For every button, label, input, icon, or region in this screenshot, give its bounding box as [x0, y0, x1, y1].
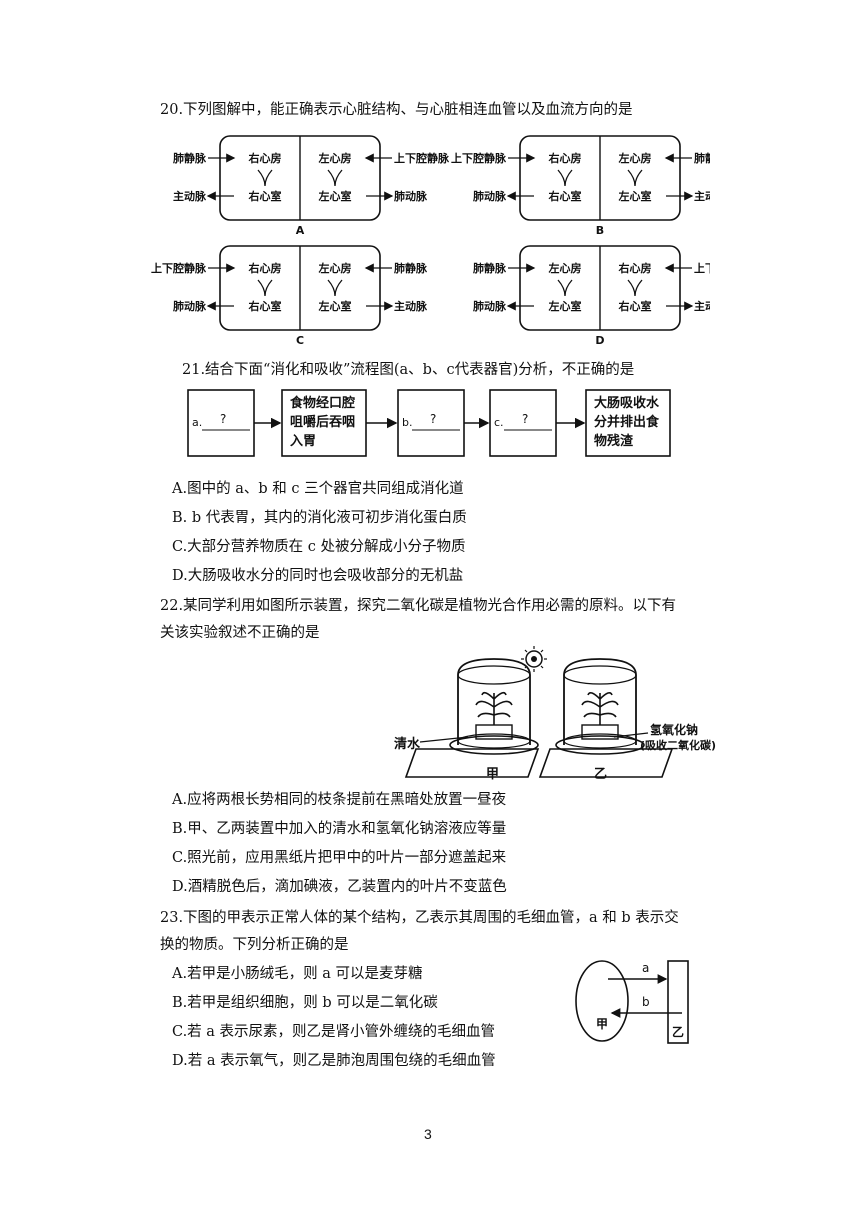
- q23-option-d: D.若 a 表示氧气，则乙是肺泡周围包绕的毛细血管: [172, 1053, 496, 1069]
- vessel-bottom-right: 肺动脉: [394, 189, 428, 203]
- vessel-top-right: 肺静脉: [694, 151, 710, 165]
- chamber-upper-left: 右心房: [548, 151, 582, 165]
- diagram-label: D: [595, 334, 604, 347]
- chamber-upper-left: 右心房: [248, 151, 282, 165]
- q22-option-c: C.照光前，应用黑纸片把甲中的叶片一部分遮盖起来: [172, 850, 507, 866]
- label-b: b: [642, 995, 650, 1009]
- vessel-bottom-left: 主动脉: [173, 189, 207, 203]
- flow-box-a-label: a.: [192, 416, 203, 429]
- chamber-lower-right: 左心室: [318, 299, 352, 313]
- chamber-lower-right: 右心室: [618, 299, 652, 313]
- q23-option-b: B.若甲是组织细胞，则 b 可以是二氧化碳: [172, 995, 438, 1011]
- q23-option-c: C.若 a 表示尿素，则乙是肾小管外缠绕的毛细血管: [172, 1024, 496, 1040]
- q20-stem: 20.下列图解中，能正确表示心脏结构、与心脏相连血管以及血流方向的是: [160, 102, 633, 118]
- diagram-label: C: [296, 334, 304, 347]
- label-naoh-note: (吸收二氧化碳): [640, 739, 717, 752]
- vessel-top-right: 上下腔静脉: [694, 261, 710, 275]
- q21-option-a: A.图中的 a、b 和 c 三个器官共同组成消化道: [172, 481, 464, 497]
- q22-option-d: D.酒精脱色后，滴加碘液，乙装置内的叶片不变蓝色: [172, 879, 507, 895]
- label-yi: 乙: [594, 767, 608, 782]
- flow-box-b-qmark: ?: [430, 412, 437, 426]
- flow-box-c-label: c.: [494, 416, 504, 429]
- vessel-top-left: 肺静脉: [473, 261, 507, 275]
- label-naoh: 氢氧化钠: [650, 723, 699, 737]
- chamber-upper-right: 右心房: [618, 261, 652, 275]
- exchange-drawing: [575, 960, 689, 1044]
- vessel-top-left: 上下腔静脉: [151, 261, 207, 275]
- chamber-lower-left: 左心室: [548, 299, 582, 313]
- vessel-top-left: 肺静脉: [173, 151, 207, 165]
- sun-icon: [521, 646, 547, 672]
- q23-option-a: A.若甲是小肠绒毛，则 a 可以是麦芽糖: [172, 966, 423, 982]
- label-water: 清水: [394, 737, 421, 752]
- q23-stem-line2: 换的物质。下列分析正确的是: [160, 937, 349, 953]
- vessel-bottom-left: 肺动脉: [473, 189, 507, 203]
- q22-stem-line1: 22.某同学利用如图所示装置，探究二氧化碳是植物光合作用必需的原料。以下有: [160, 598, 677, 614]
- vessel-bottom-right: 主动脉: [694, 189, 710, 203]
- q20-heart-diagrams: 右心房左心房右心室左心室肺静脉上下腔静脉主动脉肺动脉A右心房左心房右心室左心室上…: [151, 135, 710, 347]
- flow-box-b-label: b.: [402, 416, 413, 429]
- q23-stem-line1: 23.下图的甲表示正常人体的某个结构，乙表示其周围的毛细血管，a 和 b 表示交: [160, 910, 679, 926]
- q21-option-c: C.大部分营养物质在 c 处被分解成小分子物质: [172, 539, 466, 555]
- chamber-lower-left: 右心室: [248, 299, 282, 313]
- vessel-bottom-right: 主动脉: [694, 299, 710, 313]
- diagram-label: B: [596, 224, 604, 237]
- label-yi-capillary: 乙: [672, 1025, 685, 1039]
- q22-option-a: A.应将两根长势相同的枝条提前在黑暗处放置一昼夜: [172, 792, 507, 808]
- q22-apparatus: 清水 氢氧化钠 (吸收二氧化碳) 甲 乙: [388, 645, 728, 782]
- vessel-bottom-left: 肺动脉: [473, 299, 507, 313]
- q22-option-b: B.甲、乙两装置中加入的清水和氢氧化钠溶液应等量: [172, 821, 507, 837]
- flow-box-c-qmark: ?: [522, 412, 529, 426]
- flow-box-large-intestine: 大肠吸收水分并排出食物残渣: [594, 396, 660, 449]
- chamber-upper-right: 左心房: [318, 261, 352, 275]
- chamber-upper-left: 右心房: [248, 261, 282, 275]
- q22-stem-line2: 关该实验叙述不正确的是: [160, 625, 320, 641]
- vessel-bottom-right: 主动脉: [394, 299, 428, 313]
- chamber-lower-right: 左心室: [618, 189, 652, 203]
- chamber-lower-left: 右心室: [548, 189, 582, 203]
- vessel-top-right: 上下腔静脉: [394, 151, 450, 165]
- vessel-bottom-left: 肺动脉: [173, 299, 207, 313]
- q21-stem: 21.结合下面“消化和吸收”流程图(a、b、c代表器官)分析，不正确的是: [182, 362, 635, 378]
- flowchart-arrows: [187, 389, 671, 457]
- flow-box-a-qmark: ?: [220, 412, 227, 426]
- page-number: 3: [424, 1126, 432, 1142]
- q21-option-b: B. b 代表胃，其内的消化液可初步消化蛋白质: [172, 510, 467, 526]
- vessel-top-left: 上下腔静脉: [451, 151, 507, 165]
- q23-exchange-diagram: a b 甲 乙: [570, 955, 700, 1050]
- chamber-upper-left: 左心房: [548, 261, 582, 275]
- flow-box-mouth: 食物经口腔咀嚼后吞咽入胃: [290, 396, 356, 449]
- diagram-label: A: [296, 224, 305, 237]
- q21-option-d: D.大肠吸收水分的同时也会吸收部分的无机盐: [172, 568, 464, 584]
- vessel-top-right: 肺静脉: [394, 261, 428, 275]
- chamber-lower-left: 右心室: [248, 189, 282, 203]
- label-jia-structure: 甲: [596, 1017, 609, 1031]
- chamber-upper-right: 左心房: [318, 151, 352, 165]
- label-a: a: [642, 961, 650, 975]
- chamber-lower-right: 左心室: [318, 189, 352, 203]
- q21-flowchart: a. ? 食物经口腔咀嚼后吞咽入胃 b. ? c. ? 大肠吸收水分并排出食物残…: [186, 384, 686, 466]
- apparatus-drawing: [404, 646, 674, 778]
- chamber-upper-right: 左心房: [618, 151, 652, 165]
- label-jia: 甲: [486, 767, 500, 782]
